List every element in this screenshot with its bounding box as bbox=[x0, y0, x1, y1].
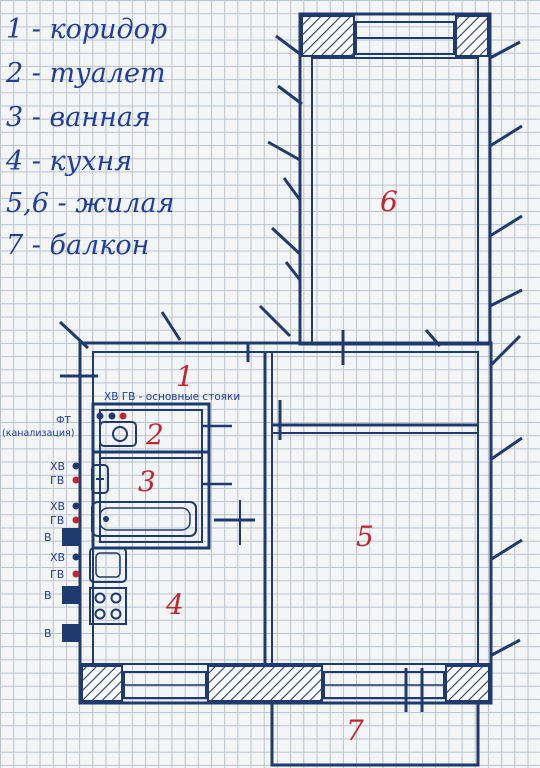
toilet bbox=[99, 421, 137, 447]
radiator-1 bbox=[62, 528, 80, 546]
pipe-label-heating-3: В bbox=[44, 627, 52, 640]
stove bbox=[89, 587, 127, 625]
riser-ft-dot bbox=[96, 412, 104, 420]
legend: 1 - коридор 2 - туалет 3 - ванная 4 - ку… bbox=[5, 14, 174, 261]
pipe-label-heating-1: В bbox=[44, 531, 52, 544]
radiator-2 bbox=[62, 586, 80, 604]
risers-note: ХВ ГВ - основные стояки bbox=[104, 391, 240, 403]
pipe-label-heating-2: В bbox=[44, 589, 52, 602]
sink bbox=[91, 464, 109, 494]
room-7-label: 7 bbox=[346, 714, 364, 747]
room-6-label: 6 bbox=[380, 185, 398, 218]
riser-dots bbox=[72, 412, 127, 578]
kitchen-sink bbox=[89, 547, 127, 583]
wall-ticks bbox=[58, 34, 523, 658]
room-5-label: 5 bbox=[356, 520, 374, 553]
bathtub bbox=[91, 501, 197, 537]
kitchen-fixtures bbox=[62, 528, 127, 642]
legend-item-toilet: 2 - туалет bbox=[5, 58, 166, 89]
ft-label: ФТ bbox=[56, 415, 72, 426]
room-2-label: 2 bbox=[145, 418, 164, 451]
room-4-label: 4 bbox=[165, 588, 184, 621]
room-3-label: 3 bbox=[138, 465, 156, 498]
legend-item-balcony: 7 - балкон bbox=[6, 230, 149, 261]
window-pier-right bbox=[455, 15, 489, 57]
wall-pier-1 bbox=[81, 665, 123, 702]
apartment-walls bbox=[60, 330, 493, 712]
riser-hot-water-dot bbox=[119, 412, 127, 420]
legend-item-corridor: 1 - коридор bbox=[6, 14, 167, 45]
pipe-label-cold-2: ХВ bbox=[50, 500, 65, 513]
legend-item-bathroom: 3 - ванная bbox=[6, 102, 151, 133]
pipe-label-cold-3: ХВ bbox=[50, 551, 65, 564]
radiator-3 bbox=[62, 624, 80, 642]
sewer-label: (канализация) bbox=[2, 428, 74, 439]
balcony bbox=[270, 701, 480, 767]
wall-pier-3 bbox=[445, 665, 490, 702]
riser-cold-water-dot bbox=[108, 412, 116, 420]
pipe-labels: ХВ ГВ ХВ ГВ В ХВ ГВ В В bbox=[44, 460, 65, 640]
legend-item-living: 5,6 - жилая bbox=[6, 188, 174, 219]
room-6-walls bbox=[298, 12, 492, 346]
room-1-label: 1 bbox=[176, 360, 194, 393]
pipe-label-hot-1: ГВ bbox=[50, 474, 64, 487]
pipe-label-hot-2: ГВ bbox=[50, 514, 64, 527]
pipe-label-cold-1: ХВ bbox=[50, 460, 65, 473]
legend-item-kitchen: 4 - кухня bbox=[5, 146, 132, 177]
wall-pier-2 bbox=[207, 665, 323, 702]
pipe-label-hot-3: ГВ bbox=[50, 568, 64, 581]
window-pier-left bbox=[301, 15, 355, 57]
wet-block-walls bbox=[91, 402, 232, 550]
